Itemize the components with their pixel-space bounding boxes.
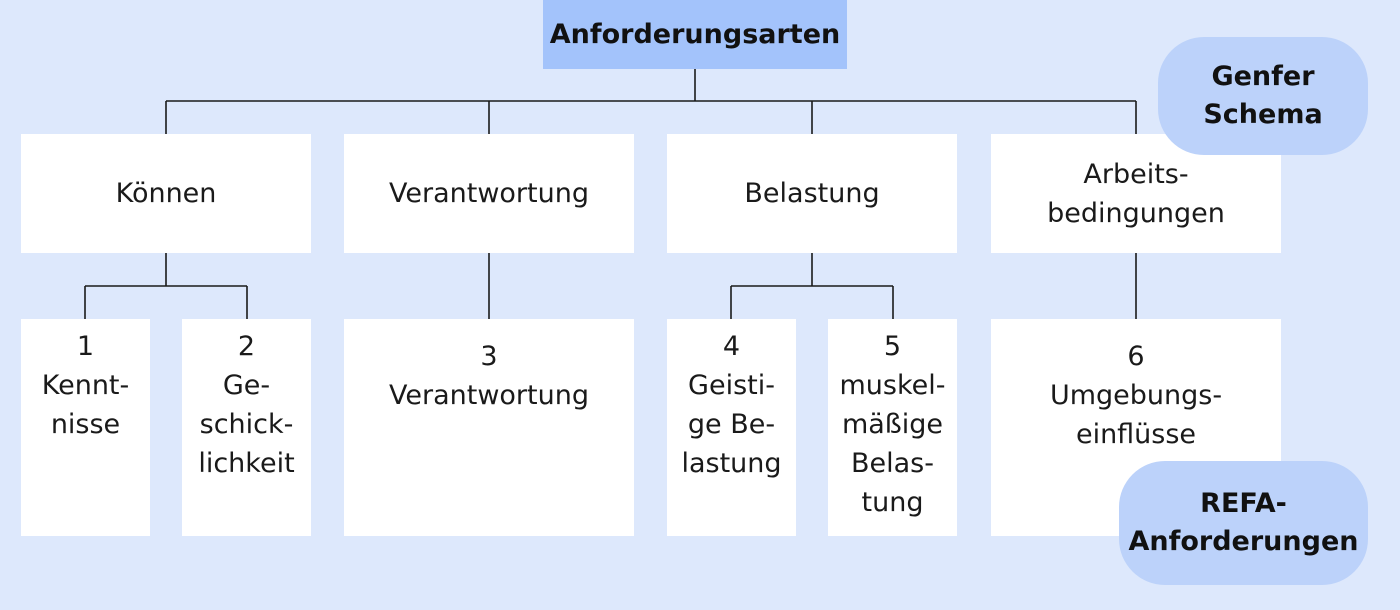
requirement-number: 2 bbox=[237, 331, 256, 362]
requirement-label: lastung bbox=[681, 448, 782, 479]
requirement-label: Ge- bbox=[222, 370, 271, 401]
requirement-label: einflüsse bbox=[1075, 419, 1197, 450]
requirement-label: nisse bbox=[50, 409, 121, 440]
requirement-label: schick- bbox=[199, 409, 294, 440]
requirement-label: Kennt- bbox=[41, 370, 130, 401]
requirement-box-2: 2 Ge- schick- lichkeit bbox=[182, 319, 311, 536]
requirement-box-4: 4 Geisti- ge Be- lastung bbox=[667, 319, 796, 536]
requirement-label: muskel- bbox=[839, 370, 946, 401]
requirement-number: 3 bbox=[480, 341, 498, 372]
requirement-number: 1 bbox=[76, 331, 95, 362]
refa-anforderungen-text: REFA- bbox=[1200, 488, 1287, 519]
category-box-belastung: Belastung bbox=[667, 134, 957, 253]
category-label: bedingungen bbox=[1047, 197, 1225, 229]
genfer-schema-text: Schema bbox=[1203, 99, 1323, 130]
requirement-label: Umgebungs- bbox=[1049, 380, 1223, 411]
category-box-verantwortung: Verantwortung bbox=[344, 134, 634, 253]
refa-anforderungen-text: Anforderungen bbox=[1128, 526, 1359, 557]
requirement-number: 5 bbox=[883, 331, 902, 362]
requirement-label: mäßige bbox=[841, 409, 944, 440]
refa-anforderungen-label: REFA- Anforderungen bbox=[1119, 461, 1368, 585]
genfer-schema-text: Genfer bbox=[1211, 61, 1315, 92]
requirement-label: Geisti- bbox=[688, 370, 775, 401]
category-label: Können bbox=[115, 178, 217, 209]
category-label: Arbeits- bbox=[1083, 158, 1189, 190]
category-box-koennen: Können bbox=[21, 134, 311, 253]
genfer-schema-label: Genfer Schema bbox=[1158, 37, 1368, 155]
requirement-label: Verantwortung bbox=[389, 380, 589, 411]
diagram-title: Anforderungsarten bbox=[543, 0, 847, 69]
requirement-box-3: 3 Verantwortung bbox=[344, 319, 634, 536]
diagram-title-text: Anforderungsarten bbox=[549, 19, 841, 50]
requirement-box-5: 5 muskel- mäßige Belas- tung bbox=[828, 319, 957, 536]
category-label: Belastung bbox=[744, 178, 880, 209]
requirement-label: ge Be- bbox=[687, 409, 776, 440]
requirement-label: Belas- bbox=[851, 448, 934, 479]
requirement-label: tung bbox=[861, 487, 924, 518]
requirement-number: 6 bbox=[1127, 341, 1145, 372]
category-label: Verantwortung bbox=[389, 178, 589, 209]
requirement-number: 4 bbox=[722, 331, 741, 362]
requirement-label: lichkeit bbox=[198, 448, 295, 479]
requirement-box-1: 1 Kennt- nisse bbox=[21, 319, 150, 536]
